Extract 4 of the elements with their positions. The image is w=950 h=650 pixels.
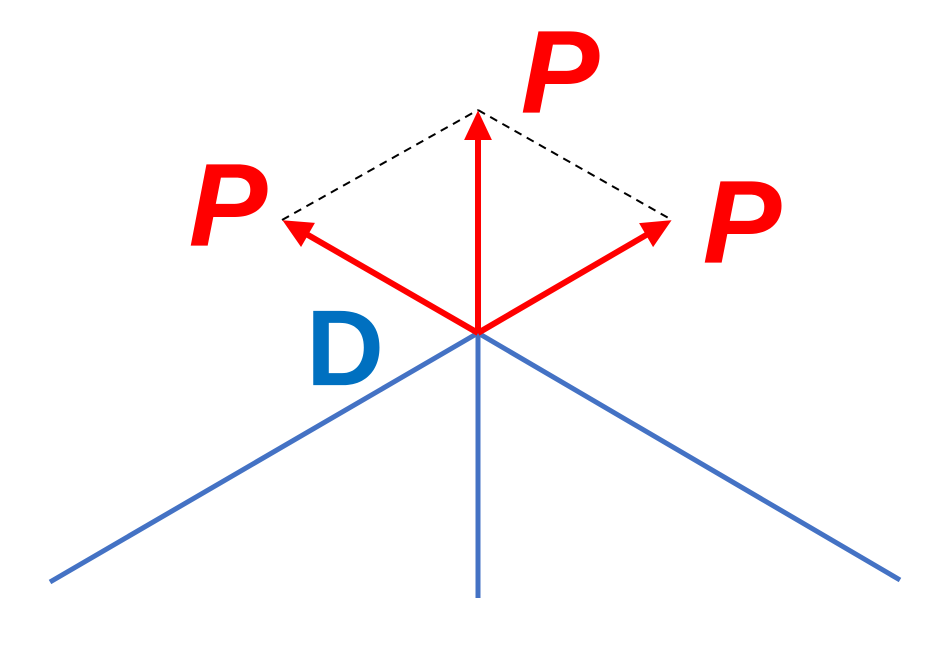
force-label: P: [522, 31, 600, 113]
force-label: P: [704, 181, 782, 263]
force-label: D: [313, 310, 380, 386]
force-label: P: [190, 164, 268, 246]
